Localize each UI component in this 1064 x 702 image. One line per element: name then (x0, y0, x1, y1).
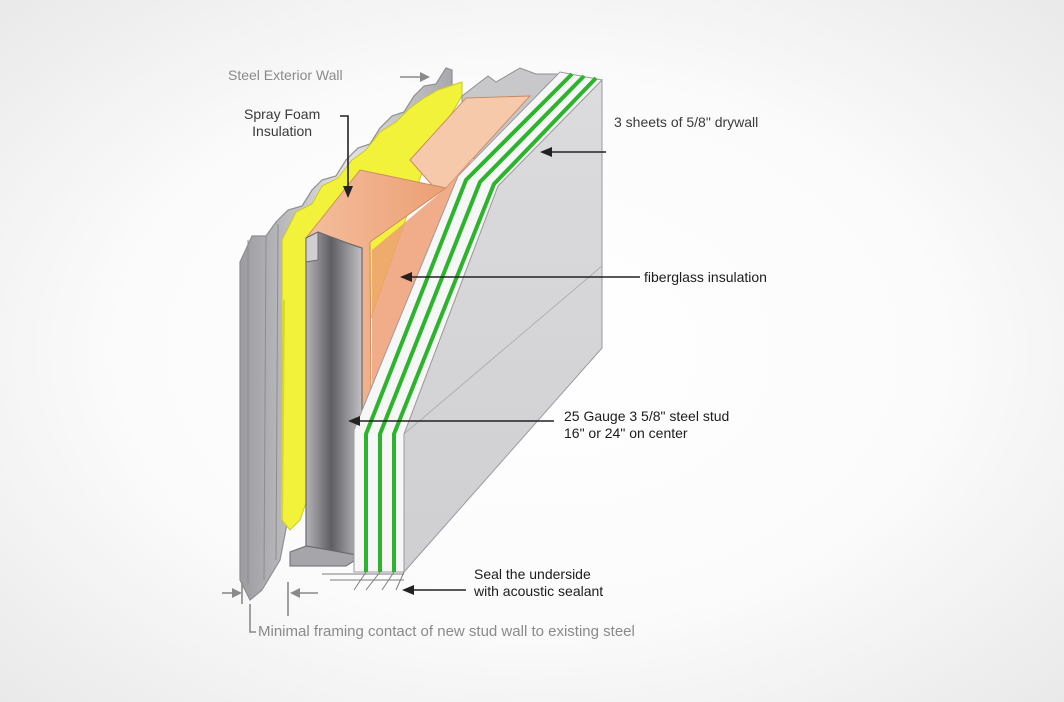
label-steel-stud-line2: 16" or 24" on center (564, 425, 688, 441)
label-spray-foam-line2: Insulation (252, 123, 313, 139)
label-steel-stud: 25 Gauge 3 5/8" steel stud 16" or 24" on… (564, 408, 729, 442)
label-seal-line1: Seal the underside (474, 566, 591, 582)
label-minimal-contact: Minimal framing contact of new stud wall… (258, 623, 635, 640)
drywall-stack-shape (322, 71, 604, 591)
label-drywall: 3 sheets of 5/8" drywall (614, 114, 759, 130)
label-seal-line2: with acoustic sealant (474, 583, 604, 599)
label-spray-foam: Spray Foam Insulation (244, 106, 320, 140)
label-steel-exterior-wall: Steel Exterior Wall (228, 67, 343, 83)
label-spray-foam-line1: Spray Foam (244, 106, 321, 122)
label-steel-stud-line1: 25 Gauge 3 5/8" steel stud (564, 408, 730, 424)
label-fiberglass: fiberglass insulation (644, 269, 767, 285)
steel-stud-shape (289, 231, 364, 567)
leader-lines (222, 72, 640, 633)
label-seal-underside: Seal the underside with acoustic sealant (474, 566, 603, 600)
